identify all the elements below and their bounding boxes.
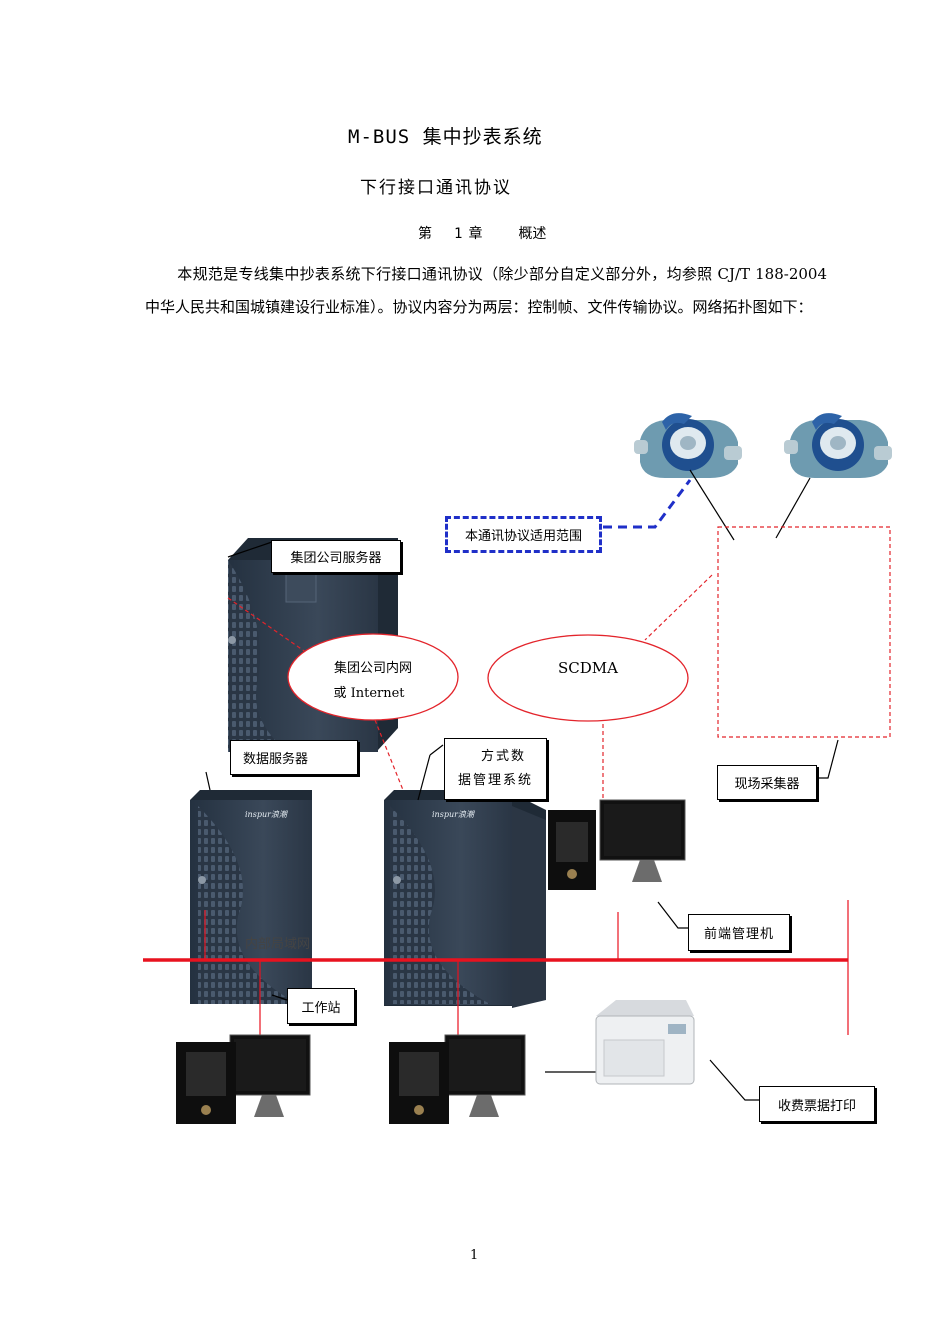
callout-line <box>709 1059 760 1101</box>
pc-icon <box>389 1034 526 1124</box>
meter-connection-line <box>689 469 735 541</box>
management-system-label-box: 方式数 据管理系统 <box>444 738 547 800</box>
callout-line <box>205 771 211 791</box>
data-server-icon: inspur浪潮 <box>190 790 312 1004</box>
collector-label: 现场采集器 <box>734 777 800 792</box>
water-meter-icon <box>784 413 892 478</box>
intranet-label: 或 Internet <box>333 686 405 701</box>
workstation-label: 工作站 <box>301 1000 341 1016</box>
scdma-cloud <box>487 634 689 722</box>
page-number: 1 <box>470 1248 479 1263</box>
intranet-link-line <box>227 597 311 656</box>
frontend-label-box: 前端管理机 <box>688 914 790 951</box>
callout-line <box>227 541 273 558</box>
callout-line <box>271 994 288 1001</box>
printer-label-box: 收费票据打印 <box>759 1086 875 1122</box>
callout-line <box>657 901 688 929</box>
management-system-label: 据管理系统 <box>457 773 533 788</box>
document-subtitle: 下行接口通讯协议 <box>360 178 512 198</box>
chapter-prefix: 第 <box>418 226 432 242</box>
server-brand: inspur浪潮 <box>245 810 289 819</box>
intranet-label: 集团公司内网 <box>334 660 412 676</box>
frontend-pc-icon <box>548 799 686 890</box>
intranet-cloud <box>287 633 459 721</box>
workstation-pc-icon <box>176 1034 311 1124</box>
scdma-label: SCDMA <box>558 659 618 677</box>
collector-range-box <box>717 526 891 738</box>
scope-label-box: 本通讯协议适用范围 <box>445 516 602 553</box>
chapter-suffix: 章 <box>468 226 483 242</box>
workstation-label-box: 工作站 <box>287 988 355 1024</box>
wireless-link-line <box>644 574 713 641</box>
scope-label: 本通讯协议适用范围 <box>464 529 582 544</box>
water-meter-icon <box>634 413 742 478</box>
callout-line <box>429 744 444 756</box>
printer-label: 收费票据打印 <box>777 1098 856 1114</box>
chapter-title: 概述 <box>518 226 547 242</box>
callout-line <box>818 739 839 779</box>
collector-label-box: 现场采集器 <box>717 765 817 800</box>
group-server-label-box: 集团公司服务器 <box>271 540 401 573</box>
chapter-number: 1 <box>454 226 463 242</box>
management-system-label: 方式数 <box>480 749 526 764</box>
scope-indicator-line <box>603 479 692 529</box>
data-server-label: 数据服务器 <box>243 752 309 767</box>
data-server-label-box: 数据服务器 <box>230 740 358 775</box>
frontend-label: 前端管理机 <box>703 927 774 942</box>
lan-label: 内部局域网 <box>245 936 310 952</box>
group-server-label: 集团公司服务器 <box>290 551 382 566</box>
management-server-icon: inspur浪潮 <box>384 790 546 1008</box>
intro-paragraph-text: 本规范是专线集中抄表系统下行接口通讯协议（除少部分自定义部分外，均参照 CJ/T… <box>145 265 827 316</box>
callout-line <box>417 754 431 801</box>
printer-icon <box>595 1000 695 1085</box>
document-title: M-BUS 集中抄表系统 <box>348 126 543 148</box>
intro-paragraph: 本规范是专线集中抄表系统下行接口通讯协议（除少部分自定义部分外，均参照 CJ/T… <box>145 258 827 324</box>
server-brand: inspur浪潮 <box>432 810 476 819</box>
meter-connection-line <box>775 477 811 539</box>
